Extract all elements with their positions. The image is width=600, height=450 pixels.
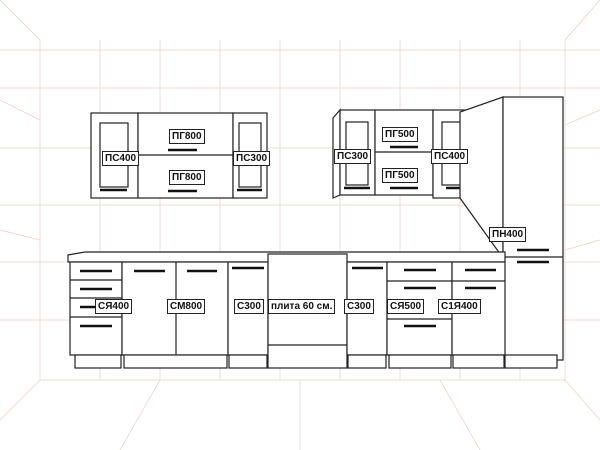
label-upper-left-pg800-top: ПГ800 [169, 129, 205, 144]
label-upper-right-ps300: ПС300 [334, 149, 372, 164]
label-upper-right-ps400: ПС400 [431, 149, 469, 164]
label-upper-right-pg500-bottom: ПГ500 [382, 168, 418, 183]
label-base-s1ya400: С1Я400 [438, 299, 481, 314]
label-base-sya400: СЯ400 [95, 299, 133, 314]
label-upper-left-ps400: ПС400 [102, 151, 140, 166]
label-base-sm800: СМ800 [167, 299, 206, 314]
label-base-s300-left: С300 [234, 299, 264, 314]
label-base-sya500: СЯ500 [387, 299, 425, 314]
label-upper-left-ps300: ПС300 [233, 151, 271, 166]
label-upper-left-pg800-bottom: ПГ800 [169, 170, 205, 185]
label-upper-right-pg500-top: ПГ500 [382, 127, 418, 142]
label-base-s300-right: С300 [344, 299, 374, 314]
label-tall-pn400: ПН400 [489, 227, 527, 242]
label-base-stove: плита 60 см. [268, 299, 336, 314]
